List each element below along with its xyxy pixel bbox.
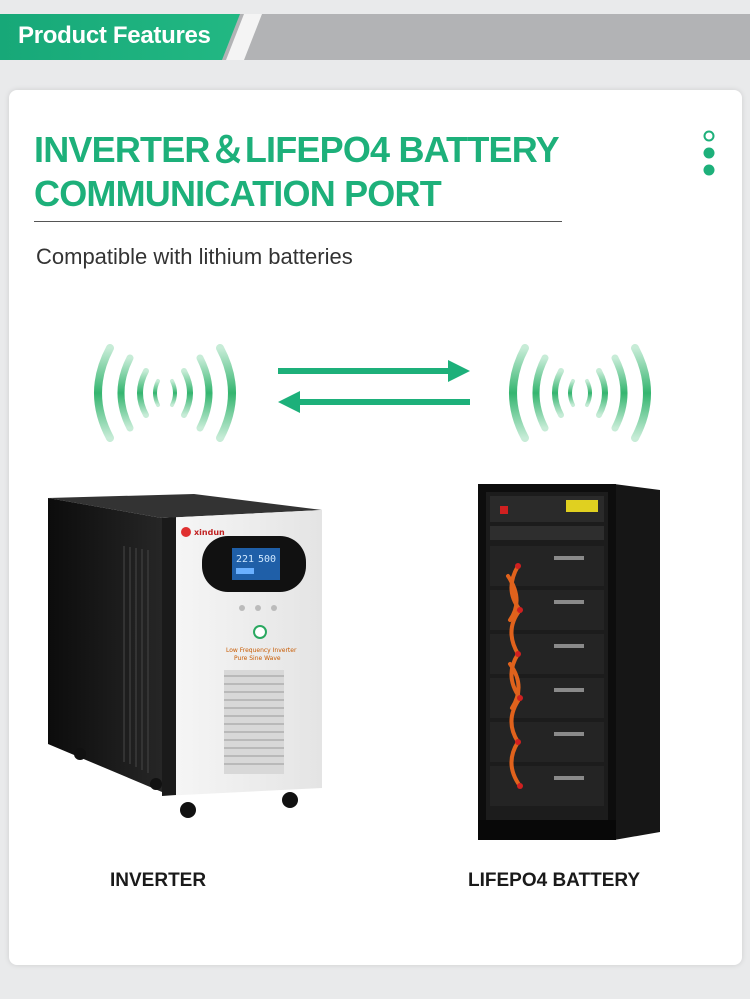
signal-waves-icon (94, 344, 236, 442)
brand-logo-text: xindun (194, 528, 225, 537)
panel-text-1: Low Frequency Inverter (226, 647, 297, 654)
display-left-value: 221 (236, 554, 254, 565)
inverter-image: 221 500 xindun Low Frequency Inverter Pu… (48, 494, 322, 818)
headline-divider (34, 221, 562, 222)
bidirectional-arrows-icon (278, 360, 470, 413)
inverter-label: INVERTER (110, 870, 207, 891)
subtitle: Compatible with lithium batteries (36, 244, 353, 269)
header-tab (0, 14, 262, 60)
headline-line-1: INVERTER＆LIFEPO4 BATTERY (34, 129, 560, 170)
display-right-value: 500 (258, 554, 276, 565)
header-title: Product Features (18, 22, 211, 49)
headline-line-2: COMMUNICATION PORT (34, 173, 442, 214)
panel-text-2: Pure Sine Wave (234, 655, 281, 662)
battery-label: LIFEPO4 BATTERY (468, 870, 641, 891)
pagination-dots-icon (703, 130, 715, 176)
signal-waves-icon (509, 344, 651, 442)
battery-cabinet-image (478, 484, 660, 840)
headline: INVERTER＆LIFEPO4 BATTERY COMMUNICATION P… (34, 128, 560, 216)
